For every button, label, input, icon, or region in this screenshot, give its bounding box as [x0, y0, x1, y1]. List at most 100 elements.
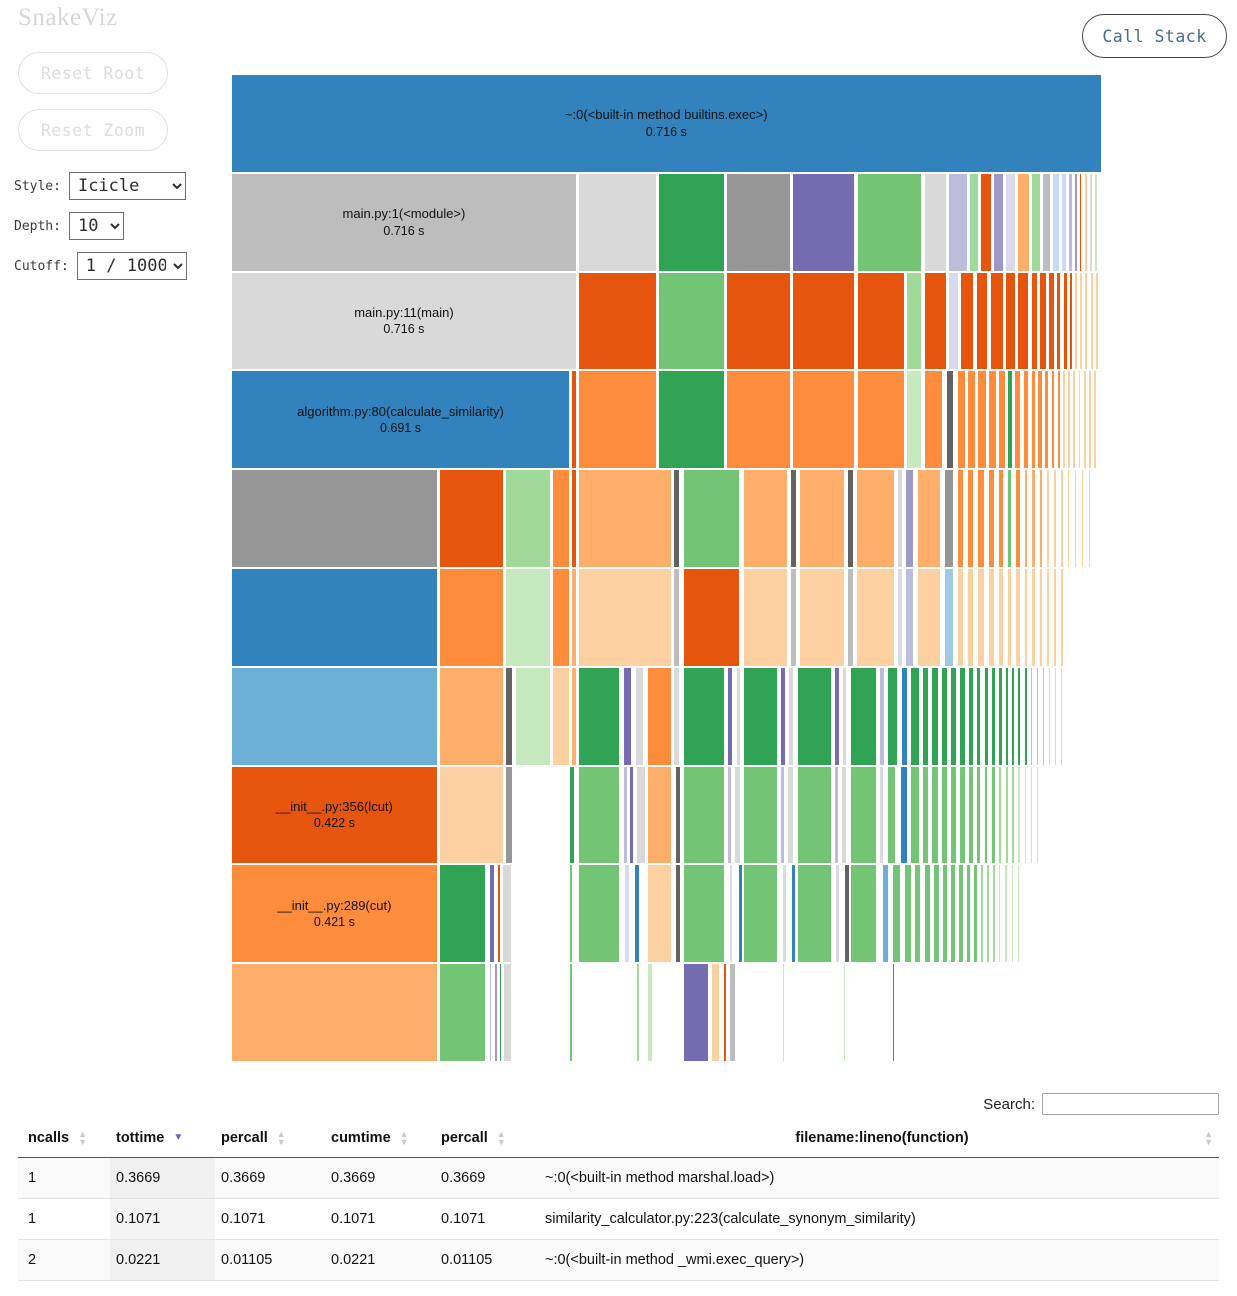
icicle-block[interactable] [780, 667, 785, 765]
icicle-block[interactable] [948, 173, 967, 271]
icicle-block[interactable] [787, 766, 794, 864]
icicle-block[interactable] [999, 470, 1004, 567]
icicle-block[interactable] [906, 470, 914, 567]
icicle-block[interactable] [841, 766, 847, 864]
icicle-block[interactable] [922, 667, 929, 765]
icicle-block[interactable] [978, 371, 986, 469]
icicle-block[interactable] [941, 766, 948, 864]
icicle-block-labeled[interactable]: __init__.py:356(lcut)0.422 s [232, 766, 437, 864]
icicle-block[interactable] [579, 865, 620, 963]
icicle-block[interactable] [673, 667, 679, 765]
icicle-block[interactable] [842, 667, 847, 765]
col-header-percall2[interactable]: percall▲▼ [435, 1120, 545, 1159]
icicle-block[interactable] [1061, 667, 1063, 765]
icicle-block[interactable] [572, 470, 576, 567]
icicle-block[interactable] [1018, 272, 1029, 370]
icicle-block[interactable] [924, 865, 930, 963]
icicle-block[interactable] [439, 865, 486, 963]
icicle-block[interactable] [647, 766, 671, 864]
icicle-block[interactable] [924, 272, 946, 370]
icicle-block[interactable] [1036, 766, 1038, 864]
icicle-block[interactable] [834, 766, 838, 864]
icicle-block[interactable] [743, 569, 788, 666]
icicle-block[interactable] [1073, 371, 1076, 469]
search-input[interactable] [1042, 1093, 1219, 1115]
icicle-block[interactable] [623, 667, 631, 765]
icicle-block[interactable] [1024, 766, 1026, 864]
icicle-block[interactable] [1031, 371, 1036, 469]
icicle-block[interactable] [1030, 766, 1032, 864]
icicle-block[interactable] [788, 667, 793, 765]
col-header-percall1[interactable]: percall▲▼ [215, 1120, 325, 1159]
icicle-block[interactable] [743, 766, 777, 864]
icicle-block[interactable] [675, 865, 681, 963]
icicle-block[interactable] [553, 569, 569, 666]
icicle-block[interactable] [992, 667, 996, 765]
icicle-block[interactable] [976, 667, 981, 765]
icicle-block[interactable] [647, 865, 671, 963]
icicle-block[interactable] [659, 272, 724, 370]
icicle-block-labeled[interactable]: main.py:1(<module>)0.716 s [232, 173, 576, 271]
icicle-block[interactable] [780, 766, 784, 864]
icicle-block[interactable] [976, 272, 988, 370]
col-header-cumtime[interactable]: cumtime▲▼ [325, 1120, 435, 1159]
icicle-block[interactable] [1008, 569, 1011, 666]
icicle-block[interactable] [1018, 766, 1020, 864]
icicle-block[interactable] [683, 569, 739, 666]
icicle-block[interactable] [981, 865, 984, 963]
icicle-block[interactable] [1017, 865, 1019, 963]
icicle-block[interactable] [792, 865, 796, 963]
icicle-block[interactable] [976, 766, 981, 864]
icicle-block[interactable] [494, 964, 497, 1061]
icicle-block[interactable] [945, 470, 953, 567]
col-header-tottime[interactable]: tottime▼ [110, 1120, 215, 1159]
icicle-block[interactable] [951, 766, 957, 864]
icicle-block[interactable] [625, 865, 629, 963]
icicle-block[interactable] [739, 865, 743, 963]
cutoff-select[interactable]: 1 / 10001 / 1001 / 10None [76, 252, 187, 280]
icicle-block[interactable] [1042, 667, 1044, 765]
icicle-block[interactable] [1015, 371, 1021, 469]
icicle-block[interactable] [1015, 569, 1020, 666]
icicle-block[interactable] [673, 470, 679, 567]
icicle-block[interactable] [911, 667, 919, 765]
icicle-block[interactable] [506, 766, 512, 864]
icicle-block[interactable] [987, 865, 990, 963]
icicle-block[interactable] [856, 569, 895, 666]
icicle-block[interactable] [941, 667, 948, 765]
col-header-fname[interactable]: filename:lineno(function)▲▼ [545, 1120, 1219, 1159]
icicle-block[interactable] [924, 371, 943, 469]
icicle-block[interactable] [489, 865, 495, 963]
icicle-block[interactable] [637, 766, 645, 864]
icicle-block[interactable] [1089, 173, 1092, 271]
icicle-block[interactable] [515, 667, 550, 765]
icicle-block[interactable] [439, 667, 503, 765]
icicle-block[interactable] [498, 865, 501, 963]
icicle-block[interactable] [727, 272, 790, 370]
icicle-block[interactable] [1015, 470, 1020, 567]
icicle-block[interactable] [729, 964, 736, 1061]
icicle-block[interactable] [635, 667, 643, 765]
icicle-block[interactable] [683, 766, 724, 864]
icicle-block[interactable] [907, 371, 922, 469]
icicle-block[interactable] [1062, 371, 1065, 469]
icicle-block[interactable] [647, 667, 671, 765]
icicle-block[interactable] [1068, 371, 1071, 469]
icicle-block[interactable] [1006, 173, 1016, 271]
icicle-block[interactable] [1095, 173, 1097, 271]
icicle-block[interactable] [1095, 272, 1098, 370]
icicle-block[interactable] [569, 766, 575, 864]
icicle-block[interactable] [683, 865, 724, 963]
icicle-block[interactable] [1047, 569, 1050, 666]
icicle-block[interactable] [623, 766, 628, 864]
icicle-block[interactable] [727, 173, 790, 271]
icicle-block[interactable] [947, 371, 954, 469]
icicle-block[interactable] [1024, 667, 1027, 765]
icicle-block[interactable] [1056, 272, 1061, 370]
icicle-block[interactable] [961, 272, 974, 370]
icicle-block[interactable] [1078, 371, 1081, 469]
icicle-block[interactable] [712, 964, 720, 1061]
